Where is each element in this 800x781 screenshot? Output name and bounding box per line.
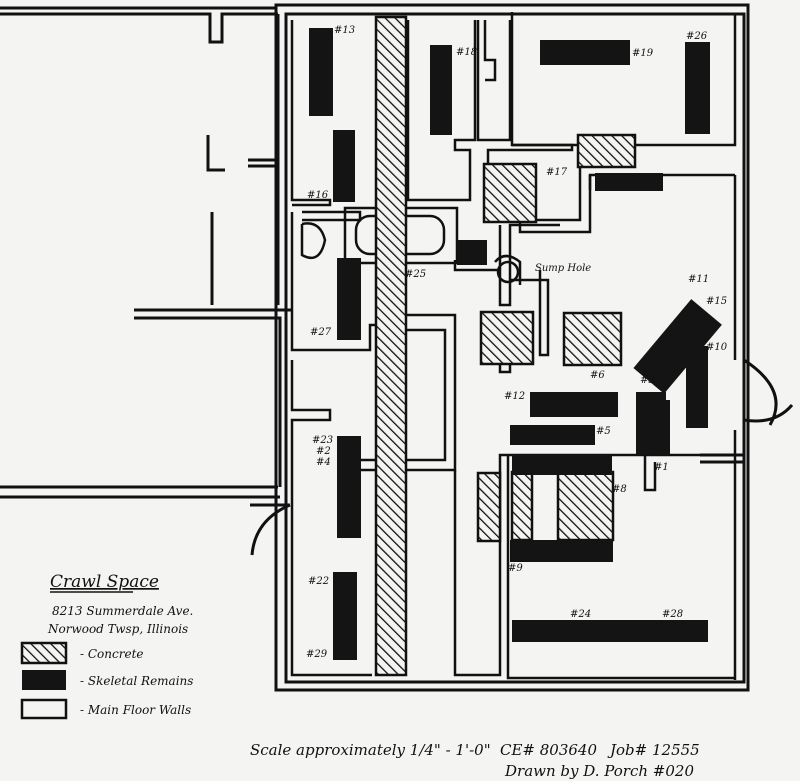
label-29: #29 bbox=[306, 649, 328, 660]
legend-title: Crawl Space bbox=[50, 572, 159, 592]
label-24: #24 bbox=[570, 609, 591, 620]
label-19: #19 bbox=[632, 48, 654, 59]
label-22: #22 bbox=[308, 576, 329, 587]
legend-address-line2: Norwood Twsp, Illinois bbox=[47, 622, 188, 636]
label-3: #3 bbox=[640, 375, 655, 386]
label-17: #17 bbox=[546, 167, 568, 178]
label-2: #2 bbox=[316, 446, 331, 457]
concrete-strip-long bbox=[374, 15, 408, 677]
remain-labels: #13 #18 #19 #26 #16 #17 #25 Sump Hole #2… bbox=[306, 25, 728, 660]
label-9: #9 bbox=[508, 563, 523, 574]
legend-label-remains: - Skeletal Remains bbox=[80, 674, 193, 688]
label-15: #15 bbox=[706, 296, 727, 307]
drawn-by: Drawn by D. Porch #020 bbox=[504, 762, 694, 780]
label-27: #27 bbox=[310, 327, 332, 338]
legend-label-walls: - Main Floor Walls bbox=[80, 703, 191, 717]
job-number: Job# 12555 bbox=[607, 741, 700, 759]
skeletal-remains bbox=[309, 28, 722, 660]
label-1: #1 bbox=[654, 462, 669, 473]
legend-address-line1: 8213 Summerdale Ave. bbox=[52, 604, 193, 618]
label-5: #5 bbox=[596, 426, 611, 437]
legend-swatch-remains bbox=[22, 670, 66, 690]
adjacent-house-walls bbox=[0, 6, 292, 556]
label-25: #25 bbox=[405, 269, 426, 280]
legend-swatch-walls bbox=[20, 698, 68, 720]
scale-text: Scale approximately 1/4" - 1'-0" bbox=[250, 741, 491, 759]
legend: Crawl Space 8213 Summerdale Ave. Norwood… bbox=[20, 572, 193, 720]
label-8: #8 bbox=[612, 484, 627, 495]
legend-label-concrete: - Concrete bbox=[80, 647, 144, 661]
label-23: #23 bbox=[312, 435, 333, 446]
label-4: #4 bbox=[316, 457, 331, 468]
legend-swatch-concrete bbox=[20, 641, 68, 665]
label-26: #26 bbox=[686, 31, 708, 42]
case-number: CE# 803640 bbox=[500, 741, 597, 759]
label-sump-hole: Sump Hole bbox=[535, 263, 591, 274]
label-6: #6 bbox=[590, 370, 605, 381]
label-28: #28 bbox=[662, 609, 683, 620]
label-13: #13 bbox=[334, 25, 355, 36]
concrete-areas bbox=[374, 15, 637, 677]
label-10: #10 bbox=[706, 342, 728, 353]
label-16: #16 bbox=[307, 190, 329, 201]
label-12: #12 bbox=[504, 391, 525, 402]
footer: Scale approximately 1/4" - 1'-0" CE# 803… bbox=[250, 741, 700, 780]
label-18: #18 bbox=[456, 47, 477, 58]
label-11: #11 bbox=[688, 274, 709, 285]
